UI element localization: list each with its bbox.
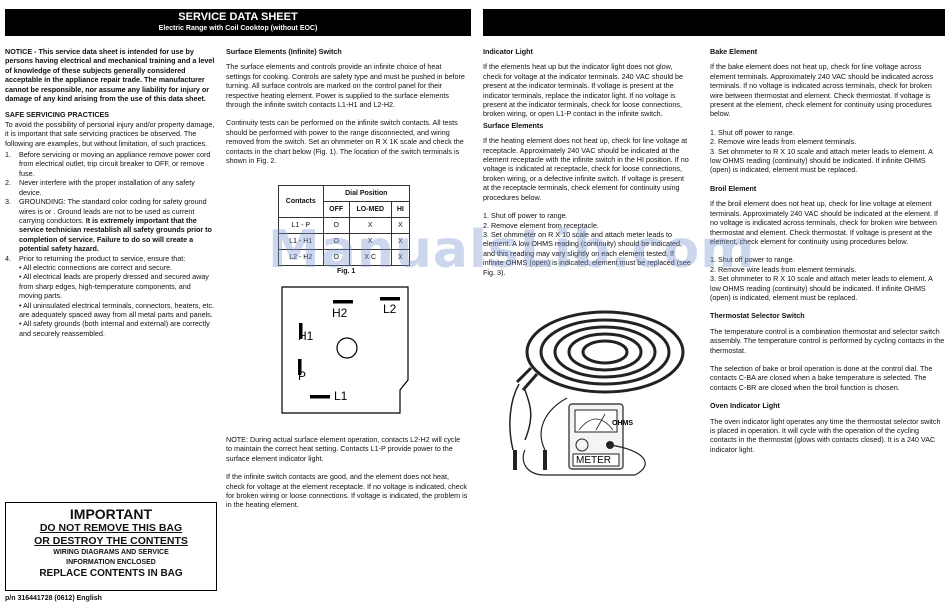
important-line-2: OR DESTROY THE CONTENTS bbox=[34, 535, 188, 547]
page-subtitle: Electric Range with Coil Cooktop (withou… bbox=[158, 25, 318, 32]
important-title: IMPORTANT bbox=[69, 506, 153, 522]
bullet-item: • All electric connections are correct a… bbox=[19, 262, 173, 272]
bake-heading: Bake Element bbox=[710, 47, 758, 56]
thermostat-paragraph-2: The selection of bake or broil operation… bbox=[710, 363, 933, 392]
bake-paragraph: If the bake element does not heat up, ch… bbox=[710, 62, 934, 119]
terminal-h2: H2 bbox=[332, 306, 348, 320]
column-3: Indicator Light If the elements heat up … bbox=[483, 47, 691, 277]
column-1: NOTICE - This service data sheet is inte… bbox=[5, 47, 215, 338]
indicator-paragraph: If the elements heat up but the indicato… bbox=[483, 62, 684, 119]
bullet-item: • All safety grounds (both internal and … bbox=[19, 319, 210, 338]
step-item: 1. Shut off power to range. bbox=[710, 255, 795, 265]
oven-light-paragraph: The oven indicator light operates any ti… bbox=[710, 416, 941, 454]
dial-position-header: Dial Position bbox=[322, 185, 411, 202]
indicator-heading: Indicator Light bbox=[483, 47, 533, 56]
list-item: 3. GROUNDING: The standard color coding … bbox=[5, 197, 212, 254]
column-4: Bake Element If the bake element does no… bbox=[710, 47, 945, 463]
list-item: 4.Prior to returning the product to serv… bbox=[5, 253, 186, 263]
column-2: Surface Elements (Infinite) Switch The s… bbox=[226, 47, 468, 174]
switch-note: NOTE: During actual surface element oper… bbox=[226, 435, 461, 463]
right-header-bar bbox=[483, 9, 945, 36]
important-box: IMPORTANT DO NOT REMOVE THIS BAG OR DEST… bbox=[5, 502, 217, 591]
watermark: ManualsLib.com bbox=[268, 220, 756, 280]
important-line-3: WIRING DIAGRAMS AND SERVICE bbox=[53, 549, 169, 556]
switch-paragraph-2: Continuity tests can be performed on the… bbox=[226, 118, 464, 166]
step-item: 1. Shut off power to range. bbox=[710, 127, 795, 137]
step-item: 2. Remove wire leads from element termin… bbox=[710, 264, 857, 274]
broil-heading: Broil Element bbox=[710, 183, 757, 193]
bullet-item: • All uninsulated electrical terminals, … bbox=[19, 300, 215, 319]
terminal-h1: H1 bbox=[298, 329, 314, 343]
thermostat-heading: Thermostat Selector Switch bbox=[710, 311, 805, 321]
terminal-l2: L2 bbox=[383, 302, 397, 316]
contacts-header: Contacts bbox=[278, 185, 324, 218]
bullet-item: • All electrical leads are properly dres… bbox=[19, 272, 209, 301]
oven-light-heading: Oven Indicator Light bbox=[710, 401, 780, 411]
notice-text: NOTICE - This service data sheet is inte… bbox=[5, 47, 215, 104]
surface-elements-paragraph: If the heating element does not heat up,… bbox=[483, 136, 689, 202]
switch-paragraph-1: The surface elements and controls provid… bbox=[226, 62, 465, 110]
part-number: p/n 316441728 (0612) English bbox=[5, 595, 102, 602]
important-line-4: INFORMATION ENCLOSED bbox=[66, 559, 156, 566]
element-test-illustration: METER OHMS bbox=[509, 310, 685, 476]
switch-terminal-diagram: H2 L2 H1 P L1 bbox=[281, 286, 409, 414]
important-line-1: DO NOT REMOVE THIS BAG bbox=[39, 522, 183, 534]
column-2-lower: NOTE: During actual surface element oper… bbox=[226, 435, 468, 519]
col-header: LO-MED bbox=[348, 201, 392, 218]
step-item: 3. Set ohmmeter to R X 10 scale and atta… bbox=[710, 146, 933, 175]
terminal-p: P bbox=[298, 369, 306, 383]
surface-elements-heading: Surface Elements bbox=[483, 120, 544, 130]
list-item: 1.Before servicing or moving an applianc… bbox=[5, 150, 211, 178]
thermostat-paragraph-1: The temperature control is a combination… bbox=[710, 326, 945, 355]
ohms-label: OHMS bbox=[612, 420, 633, 427]
step-item: 3. Set ohmmeter to R X 10 scale and atta… bbox=[710, 274, 933, 302]
step-item: 1. Shut off power to range. bbox=[483, 211, 568, 221]
switch-heading: Surface Elements (Infinite) Switch bbox=[226, 47, 342, 56]
meter-label: METER bbox=[576, 455, 611, 466]
safe-practices-intro: To avoid the possibility of personal inj… bbox=[5, 119, 215, 148]
dial-position-table: Contacts Dial Position OFF LO-MED HI L1 … bbox=[278, 185, 411, 266]
switch-paragraph-3: If the infinite switch contacts are good… bbox=[226, 472, 468, 510]
col-header: OFF bbox=[322, 201, 350, 218]
important-line-5: REPLACE CONTENTS IN BAG bbox=[39, 568, 183, 579]
title-bar: SERVICE DATA SHEET Electric Range with C… bbox=[5, 9, 471, 36]
terminal-l1: L1 bbox=[334, 389, 348, 403]
step-item: 3. Set ohmmeter on R X 10 scale and atta… bbox=[483, 229, 691, 277]
step-item: 2. Remove element from receptacle. bbox=[483, 220, 599, 230]
list-item: 2.Never interfere with the proper instal… bbox=[5, 178, 195, 197]
broil-paragraph: If the broil element does not heat up, c… bbox=[710, 199, 938, 246]
col-header: HI bbox=[390, 201, 411, 218]
page-title: SERVICE DATA SHEET bbox=[178, 11, 298, 23]
fig1-caption: Fig. 1 bbox=[337, 268, 356, 275]
step-item: 2. Remove wire leads from element termin… bbox=[710, 137, 857, 147]
safe-practices-heading: SAFE SERVICING PRACTICES bbox=[5, 110, 110, 120]
